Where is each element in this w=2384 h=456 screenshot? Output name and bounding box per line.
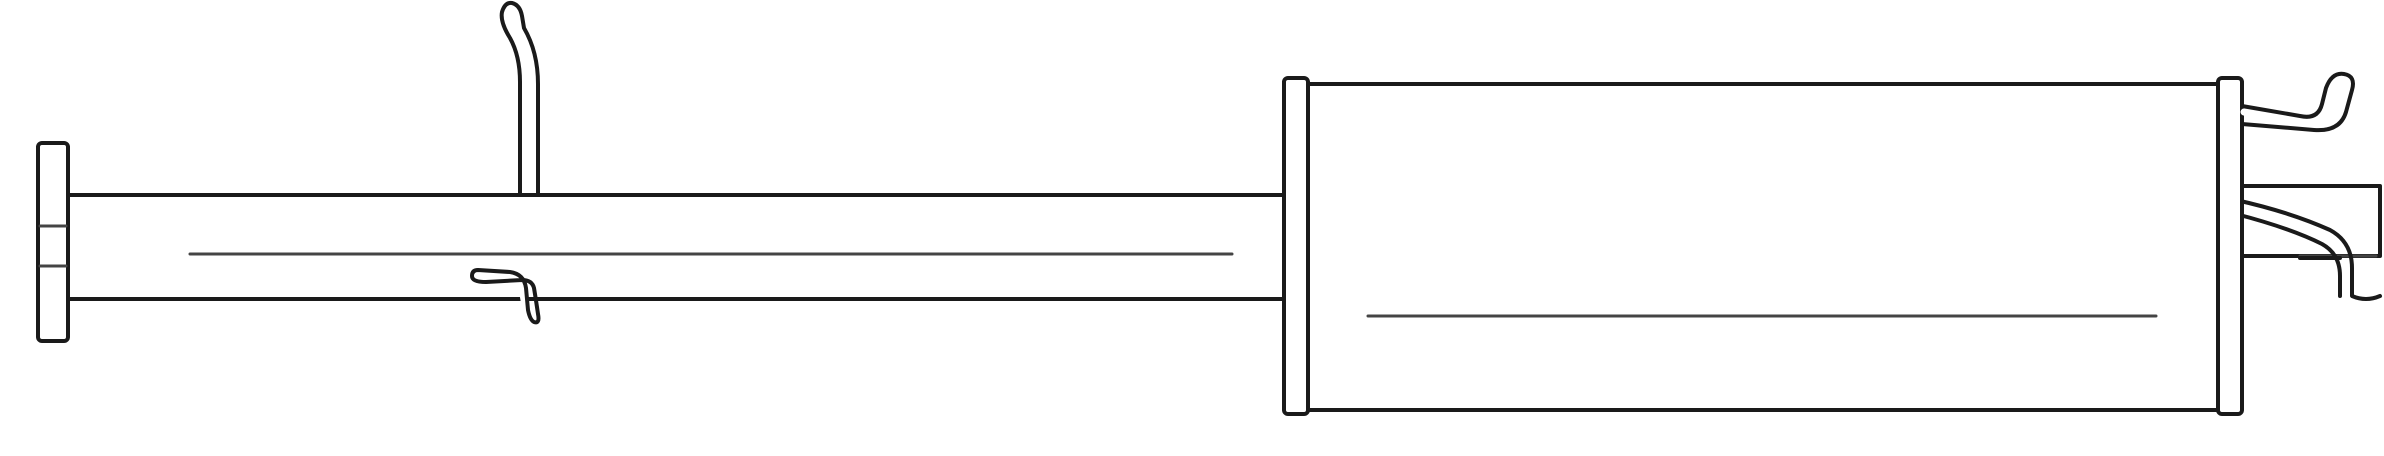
muffler-front-cap — [1282, 76, 1310, 416]
bottom-hanger-hook — [469, 268, 541, 325]
rear-hanger-hook — [2240, 71, 2355, 133]
intermediate-pipe — [60, 193, 1296, 301]
top-hanger-hook — [499, 0, 540, 200]
muffler-body — [1300, 82, 2228, 412]
inlet-flange — [36, 141, 70, 343]
tailpipe-bracket — [2234, 198, 2382, 301]
muffler-rear-cap — [2216, 76, 2244, 416]
